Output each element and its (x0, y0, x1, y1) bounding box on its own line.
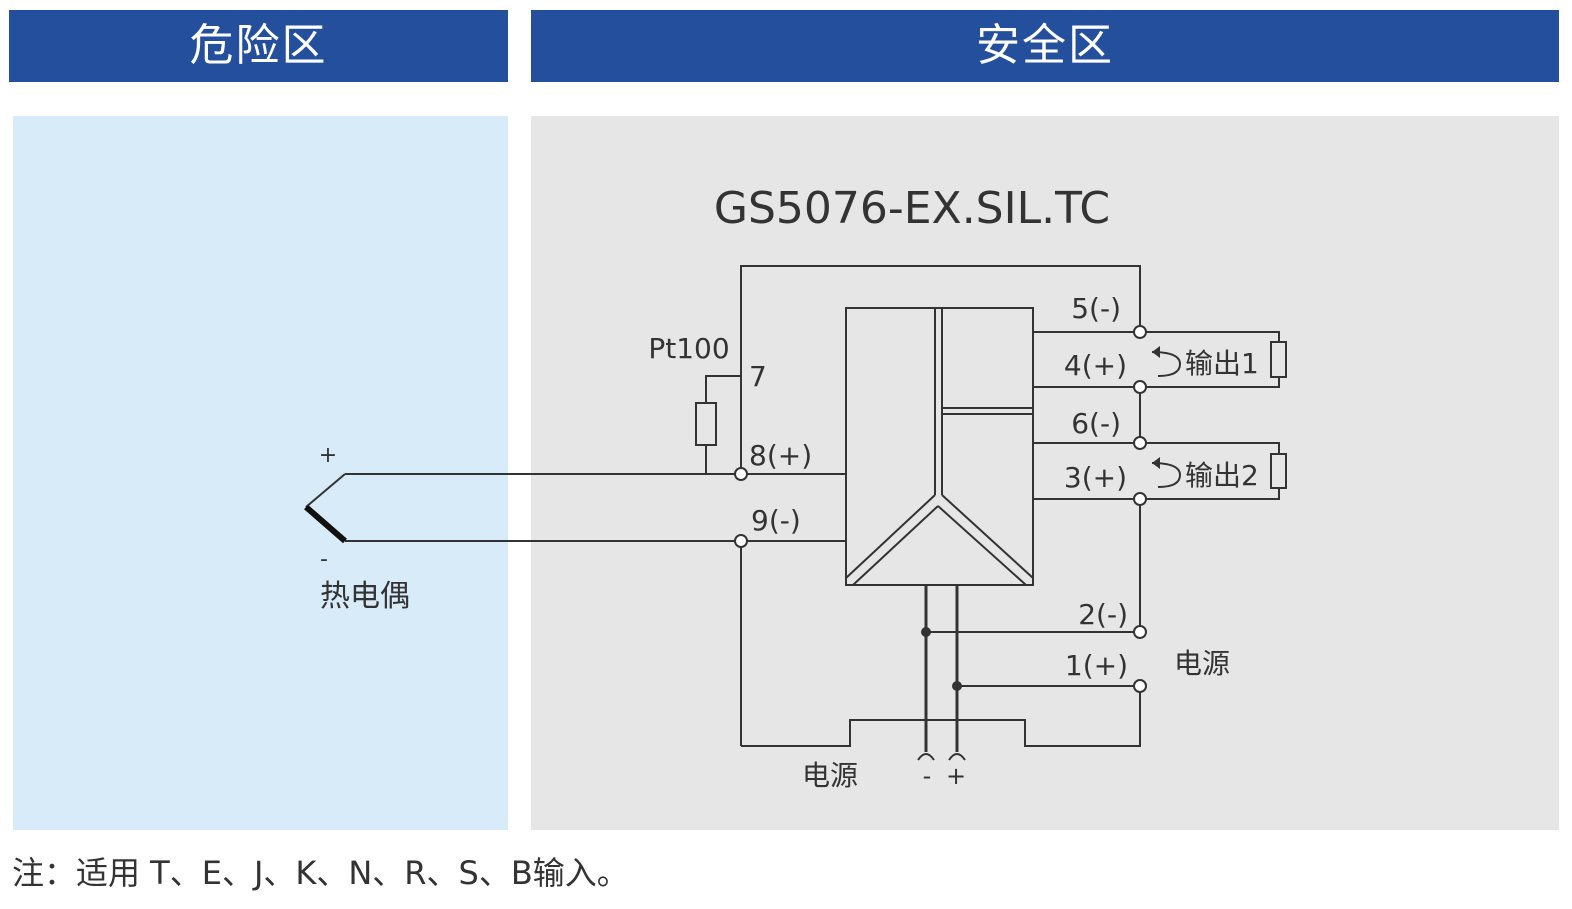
terminal-4 (1133, 380, 1147, 394)
output2-current-arrow (1151, 462, 1182, 488)
output2-label: 输出2 (1185, 459, 1259, 492)
terminal-1-label: 1(+) (1065, 649, 1128, 682)
footnote: 注：适用 T、E、J、K、N、R、S、B输入。 (12, 854, 629, 892)
bottom-power-terminal-minus (917, 753, 935, 761)
output1-load-resistor (1270, 341, 1287, 378)
bottom-power-terminal-plus (948, 753, 966, 761)
terminal-2 (1133, 625, 1147, 639)
terminal-9 (734, 534, 748, 548)
terminal-4-label: 4(+) (1064, 349, 1127, 382)
output2-load-resistor (1270, 453, 1287, 489)
thermocouple-label: 热电偶 (320, 579, 410, 614)
thermocouple-minus-label: - (320, 547, 328, 572)
device-model: GS5076-EX.SIL.TC (714, 183, 1110, 234)
thermocouple-plus-lead (305, 473, 346, 508)
output1-arrowhead (1152, 346, 1160, 358)
power-minus-label: - (923, 762, 932, 790)
thermocouple-plus-label: + (319, 443, 337, 468)
isolator-chevron (937, 505, 1027, 586)
pt100-resistor (695, 402, 717, 446)
terminal-7-label: 7 (749, 360, 767, 393)
isolator-chevron (845, 494, 936, 579)
output2-arrowhead (1152, 457, 1160, 469)
terminal-5-label: 5(-) (1071, 292, 1121, 325)
thermocouple-junction (304, 504, 347, 544)
terminal-9-label: 9(-) (751, 504, 801, 537)
device-frame-line (740, 265, 1141, 474)
terminal-2-label: 2(-) (1078, 598, 1128, 631)
junction-dot (921, 627, 931, 637)
device-frame-bottom-left (741, 686, 1141, 747)
output1-current-arrow (1151, 351, 1182, 377)
output1-label: 输出1 (1185, 347, 1259, 380)
power-label-bottom: 电源 (802, 759, 858, 792)
pt100-wire (705, 375, 741, 403)
terminal-8-label: 8(+) (749, 439, 812, 472)
isolator-chevron (941, 494, 1034, 579)
terminal-6 (1133, 436, 1147, 450)
safe-zone-header: 安全区 (531, 10, 1559, 82)
terminal-5 (1133, 325, 1147, 339)
power-label-right: 电源 (1174, 647, 1230, 680)
terminal-1 (1133, 679, 1147, 693)
terminal-3-label: 3(+) (1064, 461, 1127, 494)
isolator-box (845, 307, 1034, 586)
power-plus-label: + (946, 762, 966, 790)
terminal-8 (734, 467, 748, 481)
junction-dot (952, 681, 962, 691)
output1-load-wire (1140, 377, 1280, 388)
output2-load-wire (1140, 488, 1280, 500)
isolator-chevron (852, 505, 939, 586)
output1-load-wire (1140, 331, 1280, 342)
output2-load-wire (1140, 442, 1280, 454)
terminal-3 (1133, 492, 1147, 506)
rtd-label: Pt100 (648, 332, 729, 365)
terminal-6-label: 6(-) (1071, 407, 1121, 440)
hazardous-zone-header: 危险区 (9, 10, 508, 82)
